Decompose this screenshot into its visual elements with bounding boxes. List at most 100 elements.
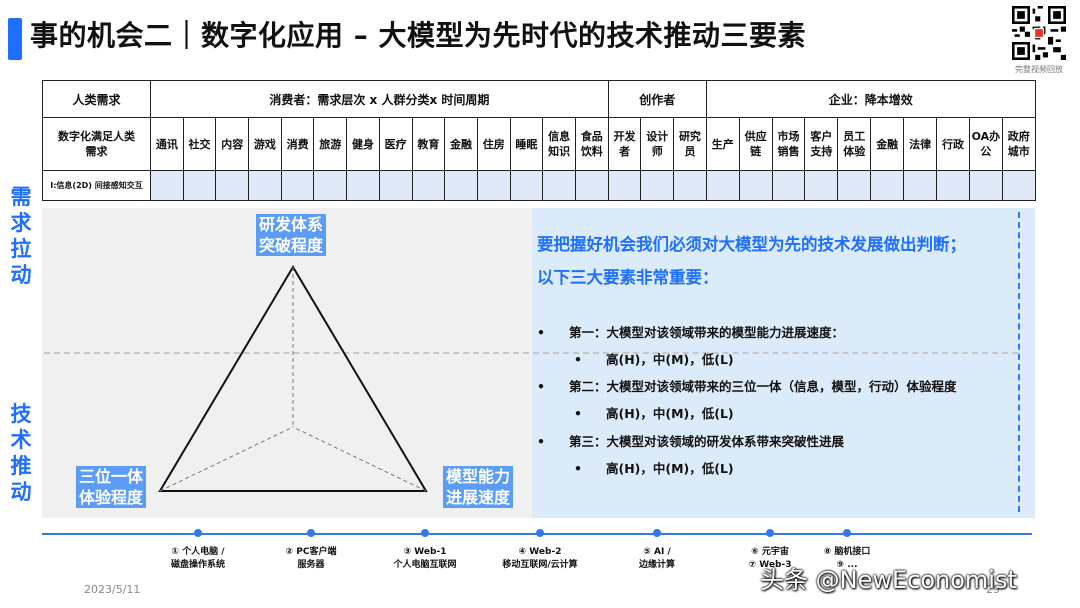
divider-dashed-vertical [1018, 212, 1020, 512]
need-category-cell: 供应链 [738, 117, 773, 171]
need-category-cell: 政府城市 [1001, 117, 1036, 171]
vertex-label-model: 模型能力 进展速度 [443, 466, 514, 508]
info-cell [968, 170, 1003, 201]
info-cell [574, 170, 609, 201]
side-char: 动 [10, 263, 32, 287]
bullet-text: 高(H)，中(M)，低(L) [606, 461, 734, 476]
need-category-cell: 信息知识 [542, 117, 576, 171]
need-category-cell: 金融 [444, 117, 478, 171]
info-cell [509, 170, 544, 201]
info-cell [411, 170, 446, 201]
header-human-needs: 人类需求 [42, 80, 151, 118]
header-creator: 创作者 [607, 80, 707, 118]
info-cell [280, 170, 315, 201]
slide-date: 2023/5/11 [84, 583, 141, 596]
timeline-label-line: ① 个人电脑 / [171, 547, 225, 557]
info-cell [378, 170, 413, 201]
bullet-item: • 第一：大模型对该领域带来的模型能力进展速度： [537, 322, 844, 341]
slide-title: 事的机会二｜数字化应用 – 大模型为先时代的技术推动三要素 [30, 19, 806, 52]
intro-line: 以下三大要素非常重要： [537, 268, 719, 287]
label-line: 模型能力 [446, 467, 511, 486]
sub-bullet-item: • 高(H)，中(M)，低(L) [574, 458, 734, 477]
triangle-diagram [158, 265, 428, 492]
timeline-label: ⑤ AI /边缘计算 [607, 546, 707, 572]
timeline-dot [766, 529, 774, 537]
timeline-dot [653, 529, 661, 537]
timeline-label-line: 边缘计算 [638, 560, 675, 570]
bullet-text: 第二：大模型对该领域带来的三位一体（信息，模型，行动）体验程度 [569, 379, 957, 394]
need-category-cell: 开发者 [607, 117, 642, 171]
timeline-label-line: 移动互联网/云计算 [502, 560, 578, 570]
timeline-dot [843, 529, 851, 537]
header-enterprise: 企业：降本增效 [705, 80, 1036, 118]
need-category-cell: 内容 [215, 117, 250, 171]
need-category-cell: 医疗 [378, 117, 413, 171]
timeline-label-line: 磁盘操作系统 [170, 560, 225, 570]
need-category-cell: 研究员 [673, 117, 707, 171]
side-char: 求 [10, 211, 32, 235]
info-cell [936, 170, 970, 201]
divider-dashed [44, 352, 1018, 354]
page-number: 29 [986, 583, 1000, 596]
timeline-label: ④ Web-2 移动互联网/云计算 [490, 546, 590, 572]
bullet-text: 高(H)，中(M)，低(L) [606, 352, 734, 367]
need-category-cell: OA办公 [968, 117, 1003, 171]
info-cell [870, 170, 905, 201]
need-category-cell: 消费 [280, 117, 315, 171]
bullet-icon: • [537, 325, 545, 340]
label-line: 进展速度 [446, 488, 511, 507]
timeline-label-line: ⑧ 脑机接口 [823, 547, 871, 557]
label-line: 体验程度 [79, 488, 144, 507]
triangle-dashed-line [292, 426, 427, 492]
info-cell [346, 170, 380, 201]
bullet-icon: • [537, 379, 545, 394]
need-category-cell: 金融 [870, 117, 905, 171]
label-line: 三位一体 [79, 467, 144, 486]
label-line: 研发体系 [259, 215, 324, 234]
timeline-label-line: ③ Web-1 [403, 547, 447, 557]
side-label-tech-push: 技 术 推 动 [8, 401, 34, 505]
need-category-cell: 生产 [705, 117, 740, 171]
info-cell [705, 170, 740, 201]
need-category-cell: 社交 [182, 117, 217, 171]
need-category-cell: 旅游 [313, 117, 348, 171]
info-cell [150, 170, 184, 201]
timeline-label-line: ④ Web-2 [518, 547, 562, 557]
info-cell [640, 170, 675, 201]
row-label-info: I:信息(2D) 间接感知交互 [42, 170, 151, 201]
info-cell [738, 170, 773, 201]
bullet-text: 第一：大模型对该领域带来的模型能力进展速度： [569, 325, 845, 340]
timeline-label: ② PC客户端服务器 [261, 546, 361, 572]
need-category-cell: 睡眠 [509, 117, 544, 171]
timeline-dot [536, 529, 544, 537]
side-char: 拉 [10, 237, 32, 261]
info-cell [248, 170, 282, 201]
info-cell [313, 170, 348, 201]
need-category-cell: 游戏 [248, 117, 282, 171]
watermark: 头条 @NewEconomist [760, 566, 1017, 594]
side-char: 动 [10, 480, 32, 504]
timeline-label-line: 服务器 [297, 560, 325, 570]
info-cell [771, 170, 806, 201]
info-cell [444, 170, 478, 201]
sub-bullet-item: • 高(H)，中(M)，低(L) [574, 403, 734, 422]
need-category-cell: 健身 [346, 117, 380, 171]
bullet-item: • 第二：大模型对该领域带来的三位一体（信息，模型，行动）体验程度 [537, 376, 957, 395]
bullet-icon: • [574, 406, 582, 421]
info-cell [673, 170, 707, 201]
need-category-cell: 行政 [936, 117, 970, 171]
qr-code-icon [1012, 6, 1066, 60]
need-category-cell: 通讯 [150, 117, 184, 171]
side-char: 技 [10, 402, 32, 426]
need-category-cell: 设计师 [640, 117, 675, 171]
timeline-label-line: ⑦ Web-3 [748, 560, 792, 570]
need-category-cell: 法律 [903, 117, 938, 171]
timeline-dot [194, 529, 202, 537]
bullet-icon: • [574, 461, 582, 476]
header-consumer: 消费者：需求层次 x 人群分类x 时间周期 [150, 80, 609, 118]
info-cell [607, 170, 642, 201]
bullet-text: 高(H)，中(M)，低(L) [606, 406, 734, 421]
need-category-cell: 员工体验 [837, 117, 872, 171]
